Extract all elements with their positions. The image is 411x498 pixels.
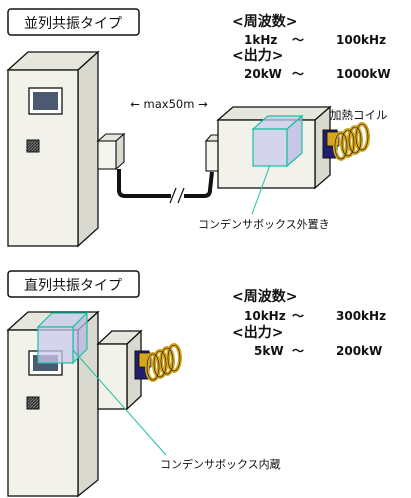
series-heating-coil (134, 343, 182, 382)
parallel-freq-max: 100kHz (336, 33, 386, 47)
internal-capacitor-box (36, 311, 89, 365)
parallel-title-box: 並列共振タイプ (7, 8, 140, 36)
parallel-power-cabinet (6, 50, 100, 248)
parallel-power-min: 20kW (244, 67, 282, 81)
series-power-heading: <出力> (232, 324, 283, 341)
parallel-cabinet-display (33, 92, 58, 110)
series-title-box: 直列共振タイプ (7, 270, 140, 298)
parallel-title: 並列共振タイプ (24, 16, 122, 32)
parallel-cabinet-terminal-box (96, 132, 126, 171)
series-cabinet-switch (26, 396, 40, 410)
series-power-min: 5kW (254, 344, 284, 358)
parallel-power-max: 1000kW (336, 67, 391, 81)
connecting-cable (117, 169, 214, 204)
parallel-section: 並列共振タイプ <周波数> 1kHz ～ 100kHz <出力> 20kW ～ … (6, 8, 391, 248)
capacitor-leader-line (251, 164, 271, 215)
series-freq-min: 10kHz (244, 309, 286, 323)
parallel-freq-min: 1kHz (244, 33, 277, 47)
series-heating-unit (96, 329, 143, 411)
parallel-cabinet-switch (26, 139, 40, 153)
series-freq-max: 300kHz (336, 309, 386, 323)
parallel-power-sep: ～ (292, 67, 304, 81)
series-freq-sep: ～ (292, 309, 304, 323)
series-section: 直列共振タイプ <周波数> 10kHz ～ 300kHz <出力> 5kW ～ … (6, 270, 386, 498)
parallel-freq-sep: ～ (292, 33, 304, 47)
parallel-freq-heading: <周波数> (232, 13, 297, 30)
coil-label: 加熱コイル (330, 108, 388, 122)
parallel-specs: <周波数> 1kHz ～ 100kHz <出力> 20kW ～ 1000kW (232, 13, 391, 81)
parallel-power-heading: <出力> (232, 47, 283, 64)
internal-capacitor-leader-line (72, 349, 167, 456)
series-specs: <周波数> 10kHz ～ 300kHz <出力> 5kW ～ 200kW (232, 288, 386, 358)
distance-label: ← max50m → (130, 97, 208, 111)
series-power-sep: ～ (292, 344, 304, 358)
external-capacitor-box (251, 114, 304, 168)
internal-capacitor-label: コンデンサボックス内蔵 (160, 457, 281, 471)
series-title: 直列共振タイプ (24, 277, 122, 294)
parallel-heating-coil (322, 122, 370, 161)
series-freq-heading: <周波数> (232, 288, 297, 305)
series-power-max: 200kW (336, 344, 382, 358)
external-capacitor-label: コンデンサボックス外置き (198, 217, 330, 231)
